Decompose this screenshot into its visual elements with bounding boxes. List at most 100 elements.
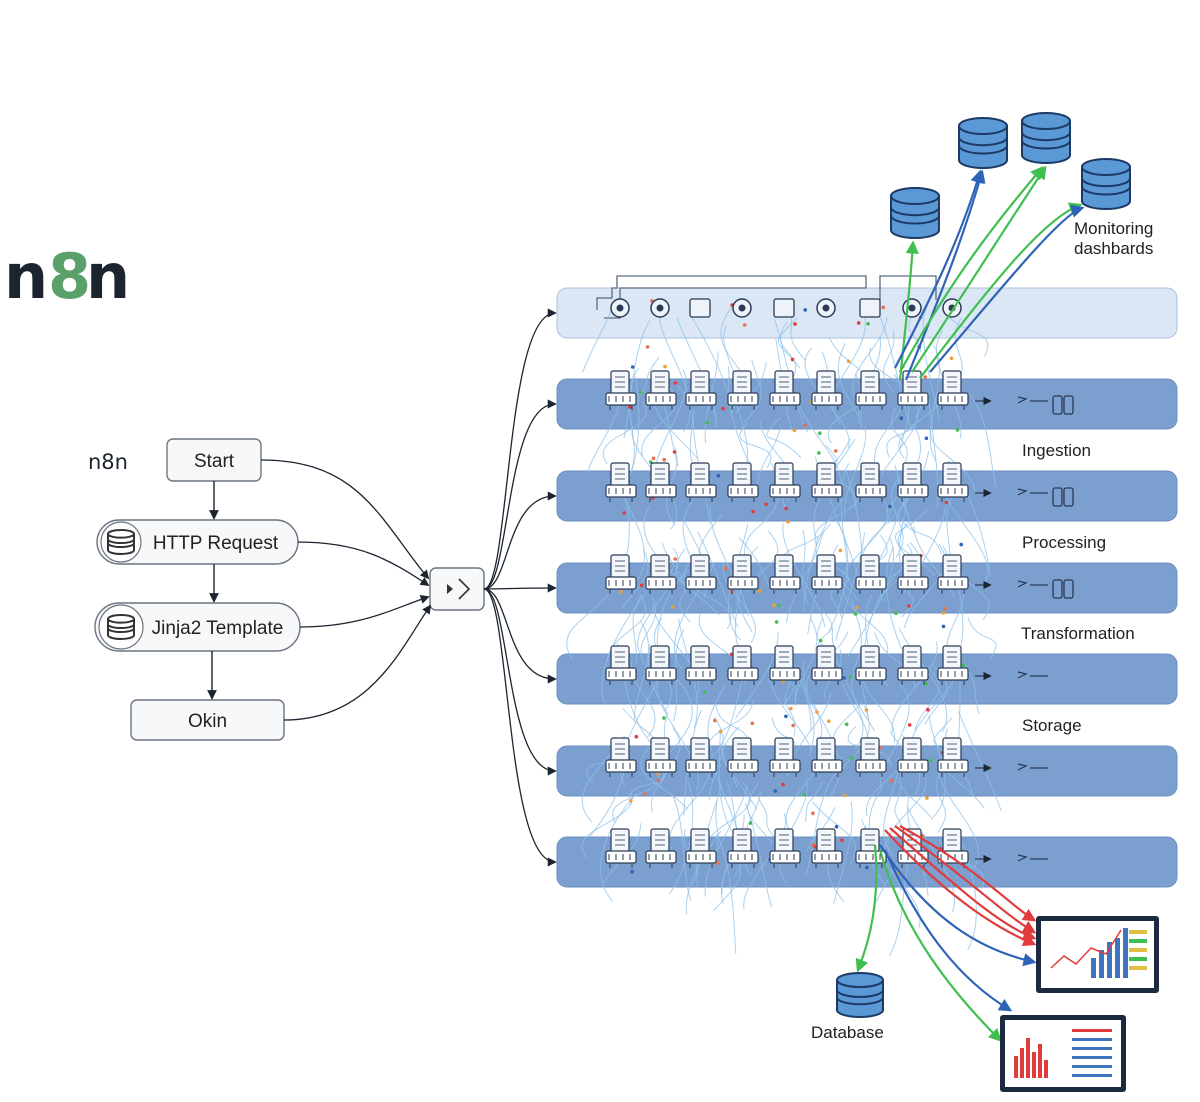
mesh-dot xyxy=(803,423,807,428)
mesh-dot xyxy=(849,756,854,760)
mesh-link xyxy=(606,594,647,661)
document-icon xyxy=(732,462,752,488)
mesh-dot xyxy=(662,716,666,720)
server-icon xyxy=(645,759,677,773)
mesh-link xyxy=(940,472,989,583)
mesh-dot xyxy=(672,450,677,454)
mesh-link xyxy=(722,726,740,788)
mesh-dot xyxy=(815,710,819,714)
document-icon xyxy=(610,554,630,580)
server-icon xyxy=(937,759,969,773)
battery-icon xyxy=(1052,579,1063,599)
workflow-node-label: HTTP Request xyxy=(153,533,279,554)
mesh-link xyxy=(685,830,722,915)
server-icon xyxy=(811,576,843,590)
document-icon xyxy=(902,737,922,763)
server-icon xyxy=(645,850,677,864)
mesh-link xyxy=(739,423,772,469)
mesh-dot xyxy=(651,456,656,461)
mesh-link xyxy=(832,701,863,763)
mesh-dot xyxy=(846,359,851,364)
mesh-dot xyxy=(924,436,929,441)
mesh-dot xyxy=(924,681,928,686)
mesh-dot xyxy=(811,811,815,816)
mesh-link xyxy=(897,513,942,555)
server-icon xyxy=(645,576,677,590)
workflow-node-okin[interactable]: Okin xyxy=(130,699,285,741)
mesh-link xyxy=(802,529,810,606)
mesh-link xyxy=(744,498,779,555)
document-icon xyxy=(774,737,794,763)
mesh-link xyxy=(714,800,719,858)
document-icon xyxy=(650,462,670,488)
mesh-dot xyxy=(817,451,821,455)
mesh-link xyxy=(890,407,908,467)
database-label: Database xyxy=(811,1023,884,1042)
mesh-link xyxy=(850,598,862,671)
mesh-dot xyxy=(751,509,755,514)
workflow-node-jinja[interactable]: Jinja2 Template xyxy=(94,602,301,652)
mesh-dot xyxy=(925,796,929,800)
mesh-dot xyxy=(748,821,753,825)
lane-node-icons xyxy=(605,298,1074,868)
mesh-dot xyxy=(716,473,721,478)
server-icon xyxy=(727,484,759,498)
mesh-dot xyxy=(838,548,843,553)
document-icon xyxy=(650,737,670,763)
mesh-dot xyxy=(941,611,946,615)
mesh-link xyxy=(707,683,726,754)
mesh-link xyxy=(894,465,916,535)
colored-flows xyxy=(855,165,1085,1042)
mesh-link xyxy=(768,663,812,751)
workflow-node-start[interactable]: Start xyxy=(166,438,262,482)
mesh-link xyxy=(632,593,643,664)
mesh-link xyxy=(659,317,691,433)
mesh-dot xyxy=(949,356,954,361)
document-icon xyxy=(690,370,710,396)
mesh-link xyxy=(969,393,998,490)
mesh-dot xyxy=(634,734,639,739)
monitoring-label-line2: dashbards xyxy=(1074,239,1153,258)
mesh-dot xyxy=(881,305,886,310)
lane-end-glyph xyxy=(1017,488,1048,496)
database-icon xyxy=(890,187,940,239)
red-flow-down xyxy=(894,825,1037,934)
document-icon xyxy=(690,828,710,854)
mesh-link xyxy=(880,543,913,602)
document-icon xyxy=(690,737,710,763)
hub-node[interactable] xyxy=(429,567,485,611)
document-icon xyxy=(942,737,962,763)
mesh-dot xyxy=(757,589,762,593)
lane-node-icon-dot xyxy=(616,304,624,312)
node-to-hub-link xyxy=(260,459,430,580)
database-icon xyxy=(836,972,884,1018)
mesh-dot xyxy=(792,428,797,433)
mesh-dot xyxy=(889,778,894,783)
mesh-link xyxy=(876,311,913,432)
battery-icon xyxy=(1063,487,1074,507)
mesh-dot xyxy=(784,506,788,511)
document-icon xyxy=(650,645,670,671)
mesh-link xyxy=(720,304,745,376)
server-icon xyxy=(937,576,969,590)
document-icon xyxy=(774,645,794,671)
mesh-dot xyxy=(786,520,790,524)
workflow-node-http[interactable]: HTTP Request xyxy=(96,519,299,565)
hub-to-lane-link xyxy=(483,588,557,867)
server-icon xyxy=(645,392,677,406)
document-icon xyxy=(610,737,630,763)
mesh-link xyxy=(812,801,856,866)
server-icon xyxy=(769,759,801,773)
mesh-dot xyxy=(802,793,806,797)
lane-end-glyph xyxy=(1017,671,1048,679)
server-icon xyxy=(727,392,759,406)
blue-flow-down xyxy=(883,849,1013,1012)
green-flow-down xyxy=(855,844,878,973)
document-icon xyxy=(860,645,880,671)
lane-node-icon-dot xyxy=(738,304,746,312)
mesh-dot xyxy=(789,706,793,711)
mesh-link xyxy=(927,392,939,508)
mesh-dot xyxy=(713,718,717,723)
mesh-dot xyxy=(622,511,626,515)
